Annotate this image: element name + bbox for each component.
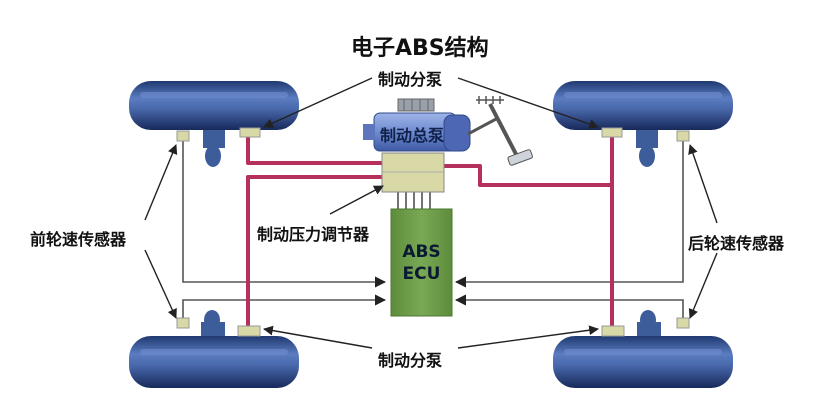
- master-cylinder-label: 制动总泵: [380, 126, 445, 145]
- rear-left-tire: [129, 336, 299, 388]
- rear-right-tire: [553, 336, 733, 388]
- annotation-arrows: [144, 77, 718, 349]
- ecu-label-line1: ABS: [402, 241, 441, 262]
- brake-cylinders: [237, 127, 625, 337]
- master-cylinder: [363, 98, 471, 152]
- brake-pedal: [467, 96, 533, 166]
- brake-lines: [246, 136, 614, 326]
- brake-cylinder-label-top: 制动分泵: [378, 70, 443, 89]
- front-right-tire: [553, 81, 733, 130]
- pressure-regulator-label: 制动压力调节器: [257, 225, 370, 244]
- signal-lines: [182, 140, 684, 318]
- diagram-title: 电子ABS结构: [351, 36, 489, 61]
- rear-right-hub: [637, 310, 661, 336]
- rear-sensor-label: 后轮速传感器: [688, 234, 785, 253]
- wheel-speed-sensors: [176, 130, 690, 329]
- abs-ecu-box: [390, 208, 453, 317]
- front-right-hub: [636, 130, 658, 167]
- front-sensor-label: 前轮速传感器: [30, 230, 127, 249]
- brake-cylinder-label-bottom: 制动分泵: [378, 351, 443, 370]
- rear-left-hub: [201, 310, 225, 336]
- regulator-ecu-wires: [397, 192, 431, 209]
- front-left-hub: [203, 130, 225, 167]
- abs-ecu-label: ABS ECU: [391, 209, 452, 316]
- front-left-tire: [129, 81, 299, 130]
- ecu-label-line2: ECU: [402, 263, 441, 284]
